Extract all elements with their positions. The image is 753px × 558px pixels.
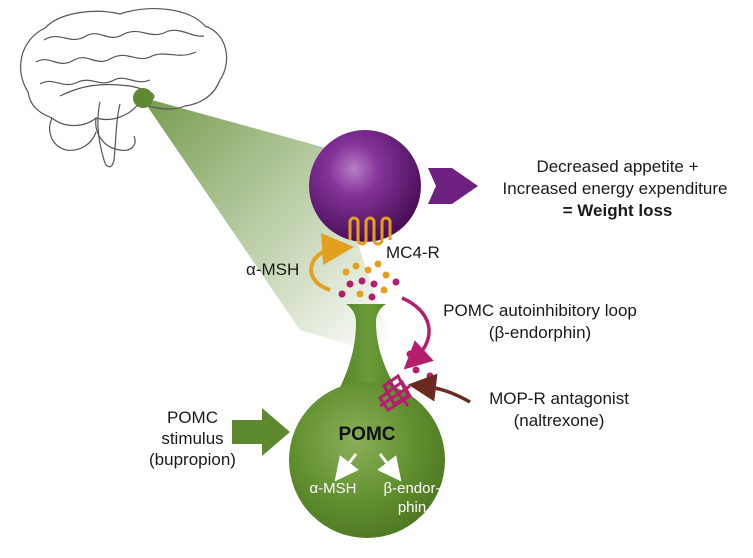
mc4r-receptor-icon (348, 216, 392, 246)
outcome-line-3: = Weight loss (562, 201, 673, 220)
stimulus-label-line-2: stimulus (161, 429, 224, 448)
mc4r-label: MC4-R (386, 243, 440, 262)
purple-neuron (309, 130, 421, 242)
pomc-neuron-body (289, 382, 445, 538)
loop-label-line-1: POMC autoinhibitory loop (443, 301, 637, 320)
stimulus-arrow (232, 408, 290, 456)
beta-endorphin-product-arrow (377, 453, 402, 482)
hypothalamus-dot (133, 88, 153, 108)
antagonist-arrow (408, 373, 471, 404)
alpha-msh-product-arrow (334, 453, 359, 482)
alpha-msh-label: α-MSH (246, 260, 300, 279)
stimulus-label-line-3: (bupropion) (149, 450, 236, 469)
autoinhibitory-loop-arrow (401, 296, 434, 370)
outcome-arrow-head (452, 168, 478, 204)
pomc-cell-title: POMC (338, 424, 396, 445)
outcome-line-2: Increased energy expenditure (502, 179, 728, 198)
stimulus-label-line-1: POMC (167, 408, 218, 427)
pomc-product-beta-endorphin-line-2: phin (397, 499, 427, 516)
antagonist-label-line-1: MOP-R antagonist (489, 389, 629, 408)
brain-illustration (20, 8, 228, 168)
alpha-msh-arrow (309, 233, 354, 292)
loop-label-line-2: (β-endorphin) (488, 323, 592, 342)
antagonist-label-line-2: (naltrexone) (513, 411, 605, 430)
outcome-line-1: Decreased appetite + (536, 157, 699, 176)
pomc-product-alpha-msh: α-MSH (309, 480, 357, 497)
pomc-product-beta-endorphin-line-1: β-endor- (383, 480, 441, 497)
